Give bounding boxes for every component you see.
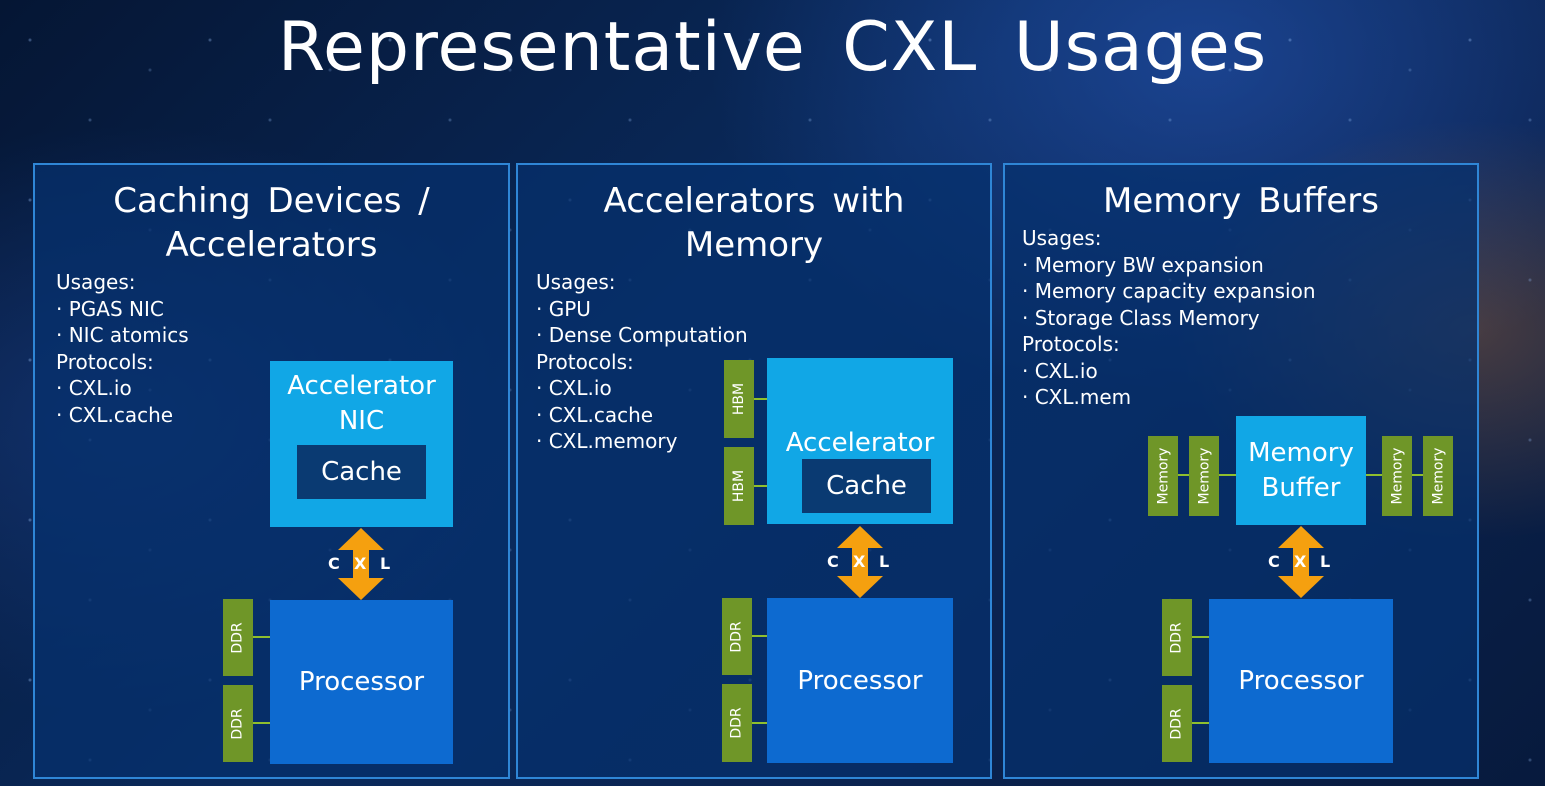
protocol-item: CXL.mem: [1022, 384, 1316, 411]
ddr-connector: [1192, 722, 1209, 724]
protocols-label: Protocols:: [536, 349, 634, 374]
memory-connector: [1178, 474, 1189, 476]
panel-title-line2: Memory: [684, 225, 824, 265]
ddr-module: DDR: [1162, 599, 1192, 676]
ddr-module: DDR: [1162, 685, 1192, 762]
panel-info-list: Usages: Memory BW expansion Memory capac…: [1022, 225, 1316, 411]
cache-block: Cache: [802, 459, 931, 513]
usage-item: Memory BW expansion: [1022, 252, 1316, 279]
processor-block: Processor: [1209, 599, 1393, 763]
double-arrow-icon: [338, 528, 384, 600]
memory-connector: [1412, 474, 1423, 476]
cxl-link-arrow: C X L: [326, 528, 396, 600]
usages-label: Usages:: [1022, 226, 1102, 250]
accelerator-block: Accelerator Cache: [767, 358, 953, 524]
hbm-module: HBM: [724, 360, 754, 438]
ddr-module: DDR: [722, 684, 752, 762]
memory-connector: [1366, 474, 1382, 476]
panel-info-list: Usages: PGAS NIC NIC atomics Protocols: …: [56, 269, 189, 428]
protocol-item: CXL.io: [56, 375, 189, 402]
memory-buffer-label-line1: Memory: [1248, 437, 1354, 468]
cxl-link-arrow: C X L: [825, 526, 895, 598]
nic-label: NIC: [338, 406, 385, 436]
ddr-module: DDR: [223, 599, 253, 676]
usage-item: PGAS NIC: [56, 296, 189, 323]
protocol-item: CXL.io: [1022, 358, 1316, 385]
memory-buffer-label-line2: Buffer: [1261, 472, 1341, 503]
usages-label: Usages:: [536, 270, 616, 294]
memory-module: Memory: [1148, 436, 1178, 516]
panel-accelerators-with-memory: Accelerators with Memory Usages: GPU Den…: [516, 163, 992, 779]
memory-module: Memory: [1189, 436, 1219, 516]
cxl-letter-c: C: [1268, 552, 1280, 571]
protocols-label: Protocols:: [1022, 332, 1120, 356]
double-arrow-icon: [1278, 526, 1324, 598]
panel-title-line2: Accelerators: [165, 225, 378, 265]
ddr-connector: [752, 635, 767, 637]
processor-block: Processor: [767, 598, 953, 763]
ddr-connector: [253, 636, 270, 638]
ddr-module: DDR: [223, 685, 253, 762]
cxl-link-arrow: C X L: [1266, 526, 1336, 598]
memory-module: Memory: [1423, 436, 1453, 516]
hbm-connector: [754, 398, 767, 400]
usages-label: Usages:: [56, 270, 136, 294]
protocol-item: CXL.io: [536, 375, 748, 402]
ddr-connector: [752, 722, 767, 724]
usage-item: Storage Class Memory: [1022, 305, 1316, 332]
memory-buffer-block: Memory Buffer: [1236, 416, 1366, 525]
panel-memory-buffers: Memory Buffers Usages: Memory BW expansi…: [1003, 163, 1479, 779]
cxl-letter-x: X: [354, 554, 367, 573]
processor-block: Processor: [270, 600, 453, 764]
usage-item: Dense Computation: [536, 322, 748, 349]
protocols-label: Protocols:: [56, 349, 154, 374]
ddr-module: DDR: [722, 598, 752, 675]
cxl-letter-l: L: [879, 552, 890, 571]
usage-item: Memory capacity expansion: [1022, 278, 1316, 305]
cxl-letter-l: L: [1320, 552, 1331, 571]
slide-title: Representative CXL Usages: [277, 8, 1268, 87]
ddr-connector: [1192, 636, 1209, 638]
protocol-item: CXL.cache: [56, 402, 189, 429]
hbm-module: HBM: [724, 447, 754, 525]
hbm-connector: [754, 485, 767, 487]
panel-caching-devices: Caching Devices / Accelerators Usages: P…: [33, 163, 510, 779]
cxl-letter-c: C: [328, 554, 340, 573]
memory-connector: [1219, 474, 1236, 476]
panel-title: Memory Buffers: [1103, 181, 1379, 221]
cxl-letter-l: L: [380, 554, 391, 573]
accelerator-label: Accelerator: [785, 428, 935, 458]
panel-info-list: Usages: GPU Dense Computation Protocols:…: [536, 269, 748, 455]
accelerator-label: Accelerator: [287, 371, 436, 401]
usage-item: GPU: [536, 296, 748, 323]
accelerator-nic-block: Accelerator NIC Cache: [270, 361, 453, 527]
memory-module: Memory: [1382, 436, 1412, 516]
cache-block: Cache: [297, 445, 426, 499]
ddr-connector: [253, 722, 270, 724]
cxl-letter-x: X: [1294, 552, 1307, 571]
protocol-item: CXL.cache: [536, 402, 748, 429]
usage-item: NIC atomics: [56, 322, 189, 349]
double-arrow-icon: [837, 526, 883, 598]
cxl-letter-c: C: [827, 552, 839, 571]
panel-title-line1: Caching Devices /: [113, 181, 430, 221]
panel-title-line1: Accelerators with: [603, 181, 905, 221]
cxl-letter-x: X: [853, 552, 866, 571]
protocol-item: CXL.memory: [536, 428, 748, 455]
